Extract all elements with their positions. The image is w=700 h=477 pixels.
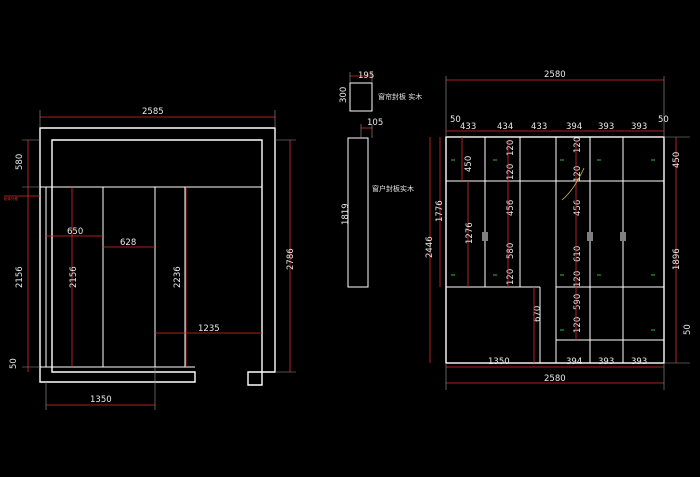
right-dim-overall-width-bottom: 2580 bbox=[544, 374, 566, 384]
right-dim-col-1: 433 bbox=[460, 122, 476, 132]
right-dim-low-670: 670 bbox=[533, 306, 543, 322]
right-dim-right-body-height: 1896 bbox=[672, 248, 682, 270]
right-dim-top-cabinet-height: 450 bbox=[464, 156, 474, 172]
left-dim-inner-height: 2156 bbox=[69, 266, 79, 288]
curtain-board-height: 300 bbox=[339, 87, 349, 103]
right-dim-120-g: 120 bbox=[573, 317, 583, 333]
window-board-label: 窗户封板实木 bbox=[372, 184, 414, 193]
left-dim-right-height: 2786 bbox=[286, 248, 296, 270]
right-dim-456-a: 456 bbox=[506, 200, 516, 216]
left-dim-top-height: 580 bbox=[15, 154, 25, 170]
right-view: 2580 50 50 433 434 433 394 393 393 2446 … bbox=[425, 70, 693, 390]
right-dim-120-e: 120 bbox=[573, 166, 583, 182]
window-board-height: 1819 bbox=[341, 203, 351, 225]
right-dim-120-a: 120 bbox=[506, 140, 516, 156]
left-dim-bottom-width: 1350 bbox=[90, 395, 112, 405]
left-dim-right-col-height: 2236 bbox=[173, 266, 183, 288]
left-dim-overall-width: 2585 bbox=[142, 107, 164, 117]
right-dim-left-height: 1776 bbox=[435, 200, 445, 222]
left-top-cabinet bbox=[51, 139, 263, 188]
right-dim-610: 610 bbox=[573, 246, 583, 262]
right-dim-580: 580 bbox=[506, 243, 516, 259]
right-dim-col-5: 393 bbox=[598, 122, 614, 132]
right-dim-bottom-1350: 1350 bbox=[488, 357, 510, 367]
right-dim-col-6: 393 bbox=[631, 122, 647, 132]
right-dim-120-c: 120 bbox=[506, 269, 516, 285]
left-dim-right-col-width: 1235 bbox=[198, 324, 220, 334]
right-dim-120-f: 120 bbox=[573, 271, 583, 287]
right-dim-120-d: 120 bbox=[573, 137, 583, 153]
right-dim-right-gap: 50 bbox=[658, 115, 669, 125]
right-dim-bottom-393-b: 393 bbox=[631, 357, 647, 367]
left-dim-body-height: 2156 bbox=[15, 266, 25, 288]
right-dim-right-gap-bottom: 50 bbox=[683, 324, 693, 335]
right-dim-120-b: 120 bbox=[506, 164, 516, 180]
right-dim-bottom-394: 394 bbox=[566, 357, 582, 367]
curtain-board-label: 窗帘封板 实木 bbox=[378, 92, 422, 101]
right-outer-frame bbox=[445, 136, 665, 364]
left-dim-inner-width-b: 628 bbox=[120, 238, 136, 248]
left-outer-wall bbox=[39, 127, 276, 386]
left-compartment-2 bbox=[102, 186, 156, 368]
curtain-board-box bbox=[349, 82, 373, 112]
right-dim-right-top-height: 450 bbox=[672, 152, 682, 168]
right-dim-590: 590 bbox=[573, 294, 583, 310]
left-dim-base-height: 50 bbox=[9, 358, 19, 369]
window-board-strip bbox=[347, 137, 369, 288]
right-dim-col-4: 394 bbox=[566, 122, 582, 132]
right-leader-line bbox=[561, 167, 585, 201]
right-dim-left-gap: 50 bbox=[450, 115, 461, 125]
window-board-width: 105 bbox=[367, 118, 383, 128]
left-view: 2585 580 2156 50 柜体外框 2156 650 628 2236 … bbox=[4, 107, 296, 410]
right-dim-col-3: 433 bbox=[531, 122, 547, 132]
right-dim-bottom-393-a: 393 bbox=[598, 357, 614, 367]
right-dim-456-b: 456 bbox=[573, 200, 583, 216]
middle-view: 195 300 窗帘封板 实木 105 1819 窗户封板实木 bbox=[339, 71, 422, 288]
right-dim-door-height: 1276 bbox=[465, 222, 475, 244]
curtain-board-width: 195 bbox=[358, 71, 374, 81]
right-dim-overall-width-top: 2580 bbox=[544, 70, 566, 80]
right-dim-total-height: 2446 bbox=[425, 236, 435, 258]
left-side-note: 柜体外框 bbox=[4, 196, 18, 201]
right-dim-col-2: 434 bbox=[497, 122, 513, 132]
left-dim-inner-width-a: 650 bbox=[67, 227, 83, 237]
